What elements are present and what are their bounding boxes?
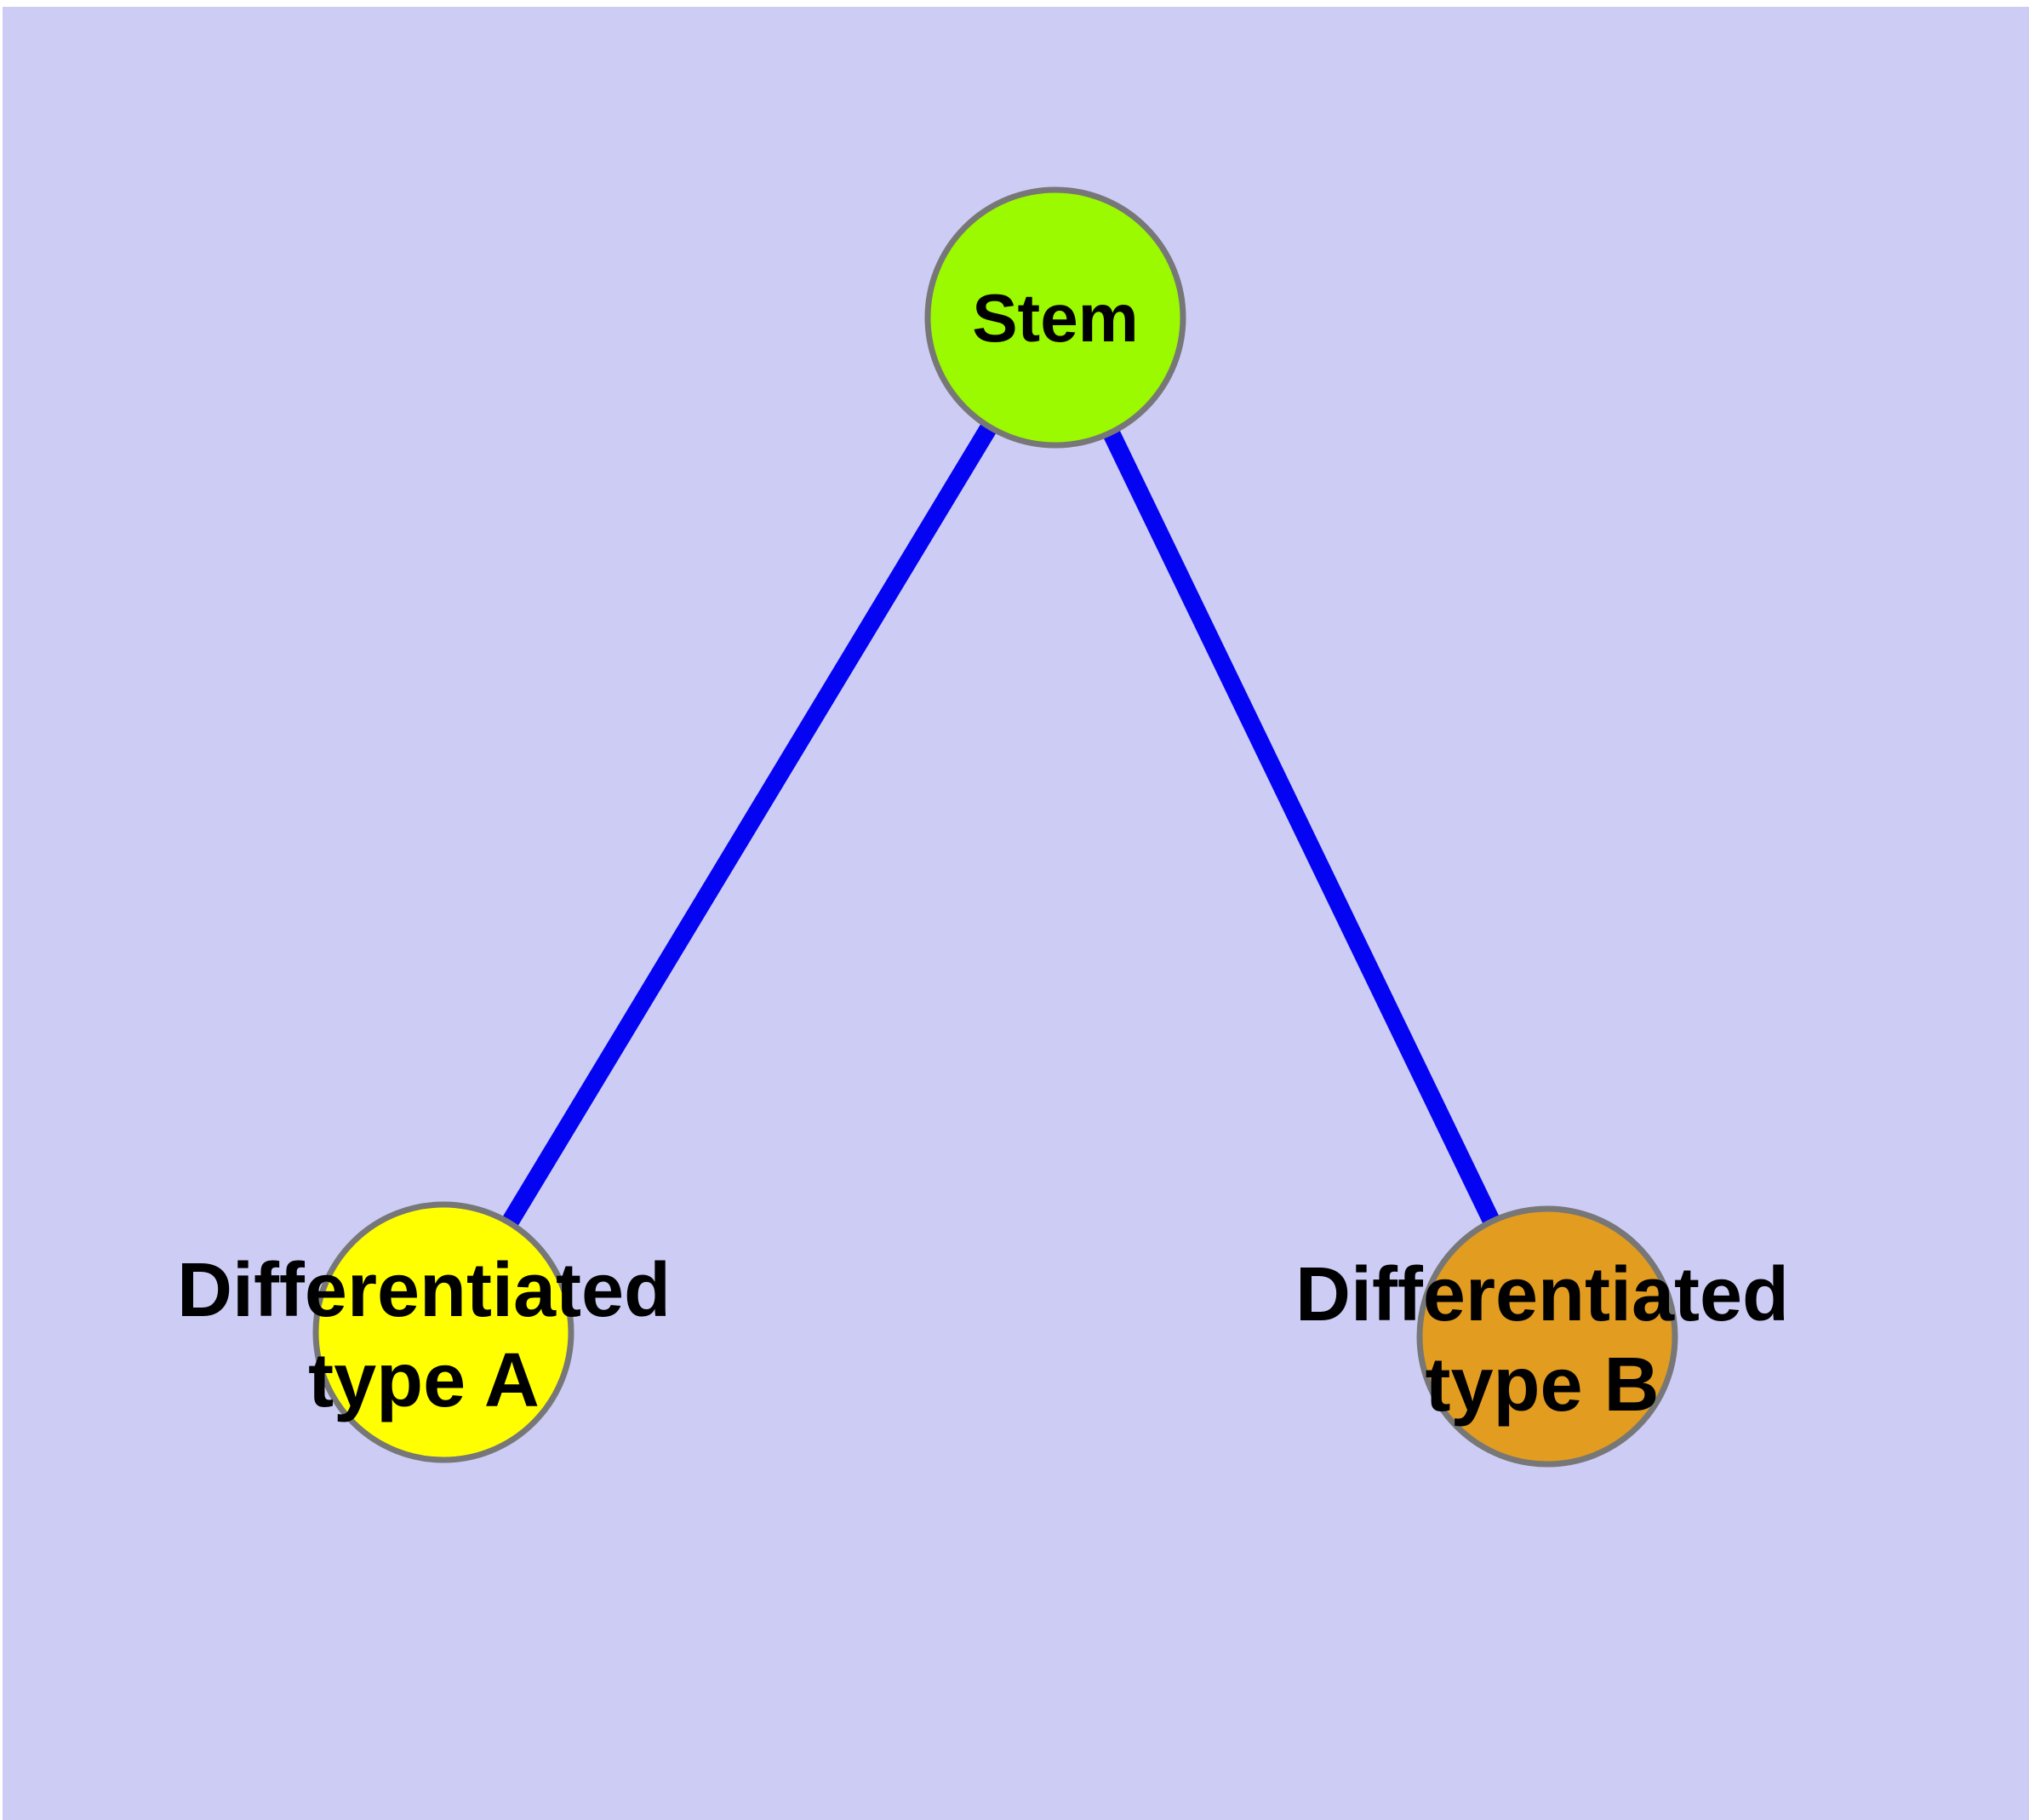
edge-stem-to-type-a [436, 312, 1063, 1337]
stem-node-circle [924, 186, 1186, 449]
edge-stem-to-type-b [1047, 313, 1556, 1341]
type-a-node-label-line2: type A [308, 1338, 540, 1423]
type-b-node-circle [1416, 1205, 1678, 1468]
type-b-node-label-line1: Differentiated [1295, 1252, 1789, 1337]
type-a-node-label-line1: Differentiated [177, 1248, 671, 1333]
stem-node-label: Stem [972, 280, 1139, 356]
type-a-node-circle [312, 1201, 574, 1463]
type-b-node-label-line2: type B [1425, 1342, 1659, 1428]
